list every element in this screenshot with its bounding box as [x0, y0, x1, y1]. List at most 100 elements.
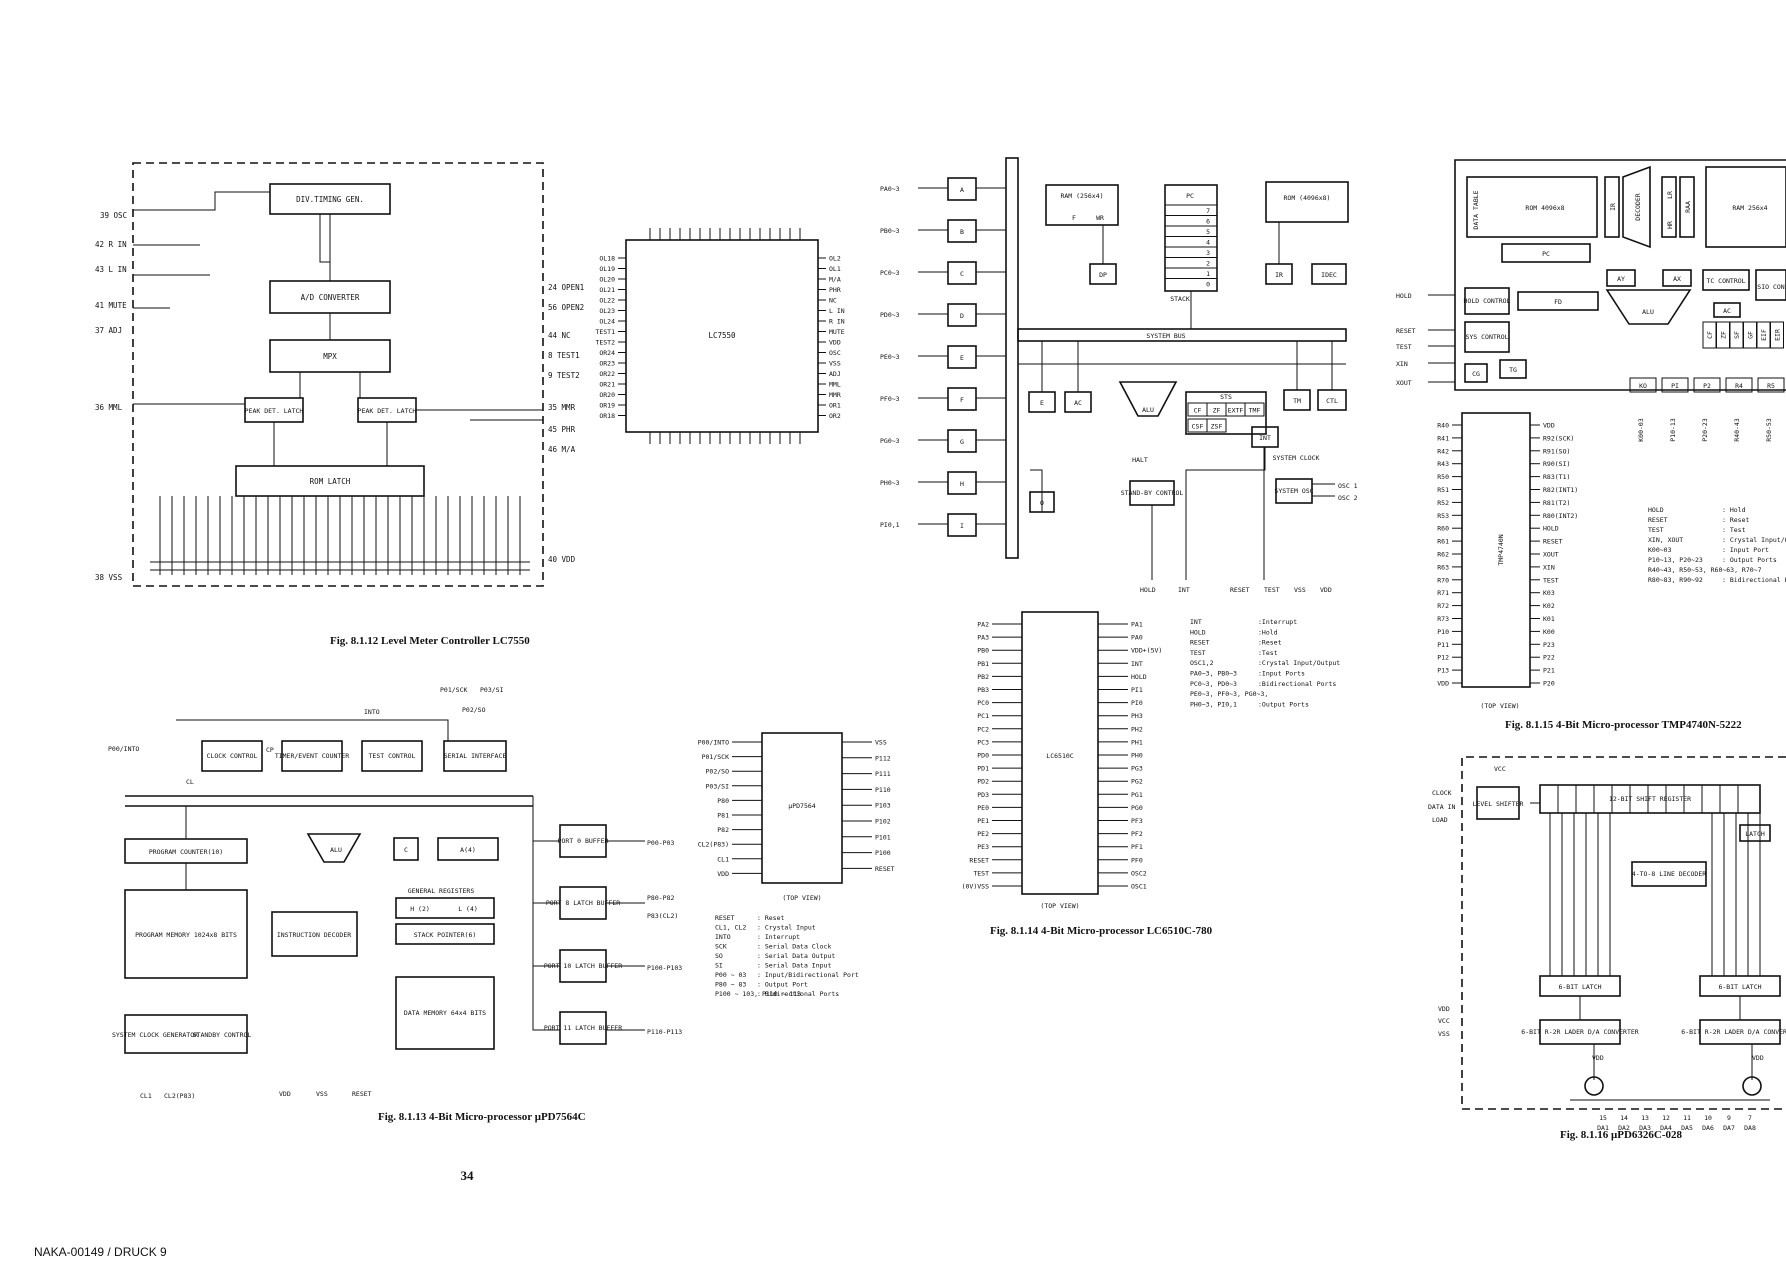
clock-control-block [201, 740, 263, 772]
legend-term: OSC1,2 [1190, 659, 1214, 667]
output-pin-number: 13 [1641, 1114, 1649, 1122]
pin-40-vdd: 40 VDD [548, 555, 576, 564]
line-decoder-block [1631, 861, 1707, 887]
port-box [947, 345, 977, 369]
pin-label: PA0 [1131, 634, 1143, 642]
pin-label: R80(INT2) [1543, 512, 1578, 520]
pin-label: TEST1 [595, 328, 615, 336]
legend-desc: : Hold [1722, 506, 1746, 514]
pc-label: PC [1186, 192, 1194, 200]
lc7550-left-pins: OL18OL19OL20OL21OL22OL23OL24TEST1TEST2OR… [595, 255, 626, 420]
uPD6326-signal: VSS [1438, 1030, 1450, 1038]
legend-desc: :Interrupt [1258, 618, 1297, 626]
signal-p01-sck: P01/SCK [440, 686, 467, 694]
flag-label: TMF [1249, 407, 1261, 415]
pin-label: PG3 [1131, 765, 1143, 773]
pin-label: R61 [1437, 538, 1449, 546]
footer-text: NAKA-00149 / DRUCK 9 [34, 1245, 167, 1259]
stack-level: 6 [1206, 218, 1210, 226]
legend-term: RESET [715, 914, 735, 922]
pin-label: HOLD [1543, 525, 1559, 533]
pin-label: P20 [1543, 680, 1555, 688]
output-label: DA5 [1681, 1124, 1693, 1132]
legend-desc: : Interrupt [757, 933, 800, 941]
fig-8-1-12: DIV.TIMING GEN. A/D CONVERTER MPX PEAK D… [95, 162, 845, 647]
signal-cp: CP [266, 746, 274, 754]
sys-control-label: SYS CONTROL [1465, 333, 1508, 341]
pin-label: P21 [1543, 667, 1555, 675]
output-pin-number: 14 [1620, 1114, 1628, 1122]
tmp-flag-label: EIR [1774, 329, 1782, 341]
rom-block [1265, 181, 1349, 223]
legend-term: PH0~3, PI0,1 [1190, 700, 1237, 708]
pin-label: OL22 [599, 297, 615, 305]
pin-label: R72 [1437, 602, 1449, 610]
pin-label: PA3 [977, 634, 989, 642]
pin-label: PD2 [977, 778, 989, 786]
tmp-alu-symbol [1605, 289, 1692, 325]
shift-register-block [1539, 784, 1761, 814]
pin-label: PB0 [977, 647, 989, 655]
pin-label: VDD [717, 870, 729, 878]
pin-label: M/A [829, 276, 841, 284]
pin-label: PH0 [1131, 752, 1143, 760]
data-memory-label: DATA MEMORY 64x4 BITS [404, 1009, 486, 1017]
legend-desc: : Serial Data Clock [757, 943, 831, 951]
six-bit-latch-1-label: 6-BIT LATCH [1558, 983, 1601, 991]
tmp-flag-label: EIF [1760, 329, 1768, 341]
pin-label: PG0 [1131, 804, 1143, 812]
legend-desc: : Bidirectional Ports [757, 990, 839, 998]
system-osc-block [1275, 478, 1313, 504]
fig-8-1-13: CLOCK CONTROL TIMER/EVENT COUNTER TEST C… [108, 686, 895, 1123]
pin-label: P112 [875, 754, 891, 762]
halt-label: HALT [1132, 456, 1148, 464]
pin-label: P80 [717, 797, 729, 805]
pin-label: OL24 [599, 318, 615, 326]
pin-label: R52 [1437, 499, 1449, 507]
six-bit-latch-2-label: 6-BIT LATCH [1718, 983, 1761, 991]
lc6510c-top-view: (TOP VIEW) [1040, 902, 1079, 910]
legend-term: RESET [1190, 639, 1210, 647]
port-label: PH0~3 [880, 479, 900, 487]
pin-label: PD0 [977, 752, 989, 760]
pin-label: R53 [1437, 512, 1449, 520]
tmp-ac-label: AC [1723, 307, 1731, 315]
signal-vss: VSS [1294, 586, 1306, 594]
flag-cell [1244, 402, 1265, 417]
pin-label: XOUT [1543, 551, 1559, 559]
stack-level: 3 [1206, 249, 1210, 257]
fd-label: FD [1554, 298, 1562, 306]
tmp-signal: HOLD [1396, 292, 1412, 300]
pin-label: R92(SCK) [1543, 434, 1574, 442]
sts-label: STS [1220, 393, 1232, 401]
lr-label: LR [1666, 191, 1674, 199]
system-osc-label: SYSTEM OSC [1274, 487, 1313, 495]
l-register-label: L (4) [458, 905, 478, 913]
stack-pointer-block [395, 923, 495, 945]
signal-p00-into: P00/INTO [108, 745, 139, 753]
tmp-pc-label: PC [1542, 250, 1550, 258]
pin-label: K03 [1543, 589, 1555, 597]
fig-8-1-16: LEVEL SHIFTER 12-BIT SHIFT REGISTER LATC… [1428, 756, 1786, 1141]
port-box [947, 261, 977, 285]
port-letter: D [960, 312, 964, 320]
port8-label: PORT 8 LATCH BUFFER [546, 899, 620, 907]
signal-int: INT [1178, 586, 1190, 594]
program-counter-label: PROGRAM COUNTER(10) [149, 848, 223, 856]
tmp-port-box [1693, 377, 1721, 393]
tmp4740n-left-pins: R40R41R42R43R50R51R52R53R60R61R62R63R70R… [1437, 422, 1462, 688]
pin-label: TEST2 [595, 339, 615, 347]
pin-label: PHR [829, 286, 841, 294]
pin-label: CL1 [717, 855, 729, 863]
system-bus-label: SYSTEM BUS [1146, 332, 1185, 340]
tmp-port-label: P20-23 [1701, 418, 1709, 442]
port-letter: H [960, 480, 964, 488]
pin-label: PB2 [977, 673, 989, 681]
pin-label: R91(SO) [1543, 447, 1570, 455]
port-letter: E [960, 354, 964, 362]
pin-label: P03/SI [706, 782, 730, 790]
tmp-port-box [1661, 377, 1689, 393]
ay-block [1606, 269, 1636, 287]
